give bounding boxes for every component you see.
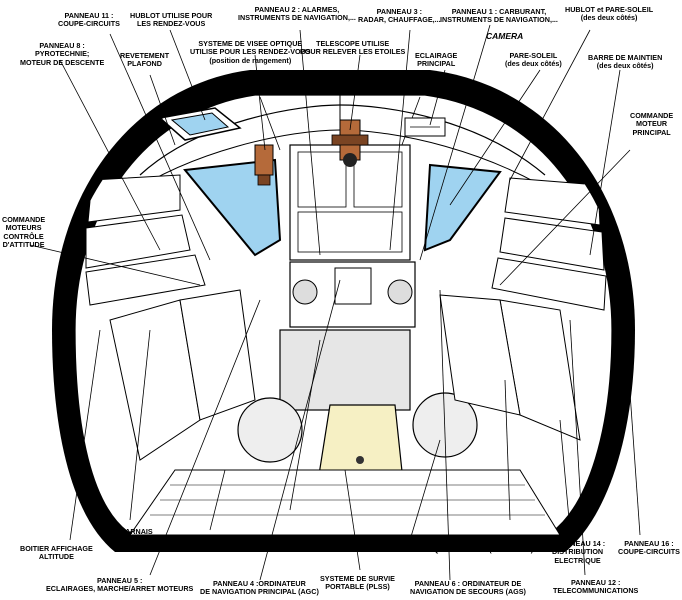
label-panel-5: PANNEAU 5 :ECLAIRAGES, MARCHE/ARRET MOTE… [46,576,194,594]
label-panel-3: PANNEAU 3 :RADAR, CHAUFFAGE,... [358,7,441,25]
label-panel-1: PANNEAU 1 : CARBURANT,INSTRUMENTS DE NAV… [440,7,558,25]
label-panel-2: PANNEAU 2 : ALARMES,INSTRUMENTS DE NAVIG… [238,5,356,23]
helmet-left [237,397,303,463]
left-window [183,158,282,257]
rendezvous-window [158,107,242,141]
telescope [331,119,369,167]
central-console [289,144,411,261]
right-seat [439,294,581,441]
label-sunshade: PARE-SOLEIL(des deux côtés) [505,51,562,69]
left-wall-panels [85,174,206,306]
right-window [423,163,502,252]
optical-sight [254,144,274,186]
label-handrail: BARRE DE MAINTIEN(des deux côtés) [588,53,663,71]
label-harness: HARNAIS(des deux côtés) [108,527,165,545]
label-storage: RANGEMENT(des 2 cotés) [488,537,535,555]
right-wall-panels [491,177,607,311]
leader-lines [29,24,641,581]
midsection-box [279,329,411,411]
label-panel-8: PANNEAU 8 :PYROTECHNIE;MOTEUR DE DESCENT… [20,41,105,67]
label-panel-12: PANNEAU 12 :TELECOMMUNICATIONS [553,578,639,596]
floor [129,469,561,536]
label-window-sunshade: HUBLOT et PARE-SOLEIL(des deux côtés) [565,5,654,23]
lower-console [289,261,416,328]
label-panel-11: PANNEAU 11 :COUPE-CIRCUITS [58,11,120,29]
left-seat [109,289,256,461]
label-panel-16: PANNEAU 16 :COUPE-CIRCUITS [618,539,680,557]
label-camera: CAMERA [486,31,524,41]
